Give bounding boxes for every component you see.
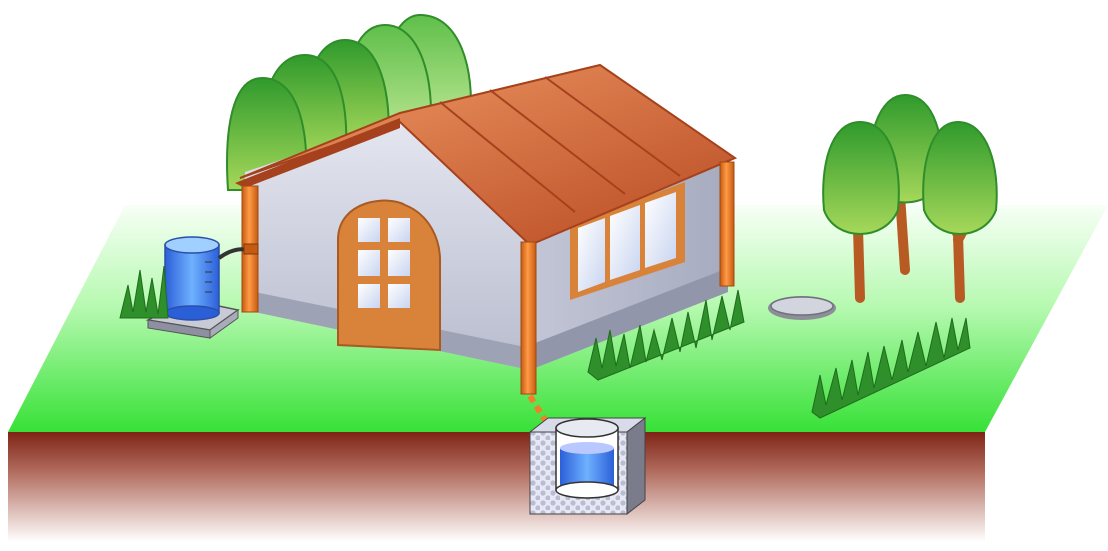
soil-section	[8, 432, 985, 542]
front-door	[338, 201, 440, 350]
downpipe-right	[720, 162, 734, 286]
manhole-cover-icon	[768, 296, 836, 320]
downpipe-front	[521, 242, 536, 394]
infiltration-tank-icon	[530, 418, 645, 514]
